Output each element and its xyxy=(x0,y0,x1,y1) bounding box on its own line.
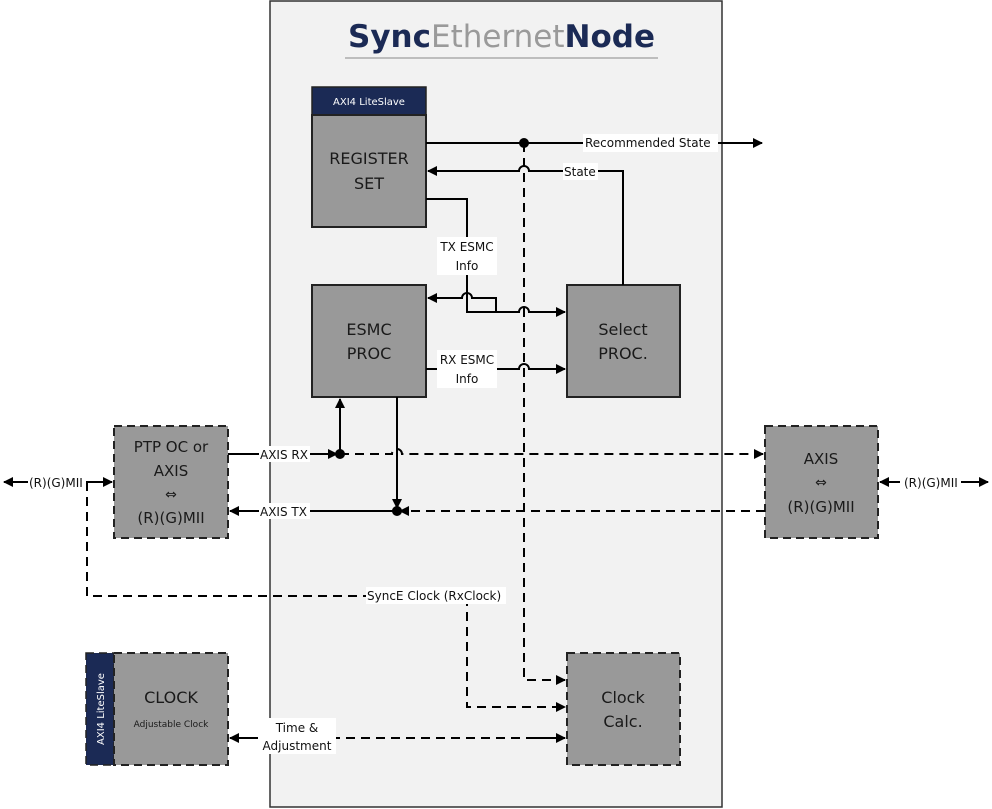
signal-labels: Recommended State State TX ESMC Info RX … xyxy=(28,134,961,754)
axis-tx-label: AXIS TX xyxy=(260,505,307,519)
page-title: SyncEthernetNode xyxy=(345,19,658,59)
ptp-oc-label-4: (R)(G)MII xyxy=(137,509,204,527)
axis-right-label-3: (R)(G)MII xyxy=(787,498,854,516)
tx-esmc-label-1: TX ESMC xyxy=(439,240,493,254)
title-node: Node xyxy=(565,19,655,55)
esmc-proc-label-2: PROC xyxy=(347,344,392,363)
ptp-oc-label-2: AXIS xyxy=(154,462,188,480)
time-adjustment-label-1: Time & xyxy=(275,721,319,735)
register-set-label-2: SET xyxy=(354,174,384,193)
title-sync: Sync xyxy=(348,19,431,55)
axis-rx-dashed-line xyxy=(340,448,764,459)
clock-calc-block[interactable]: Clock Calc. xyxy=(566,652,681,766)
state-label: State xyxy=(564,165,596,179)
synce-clock-label: SyncE Clock (RxClock) xyxy=(367,589,501,603)
select-proc-label-2: PROC. xyxy=(598,344,648,363)
time-adjustment-label-2: Adjustment xyxy=(263,739,332,753)
rgmii-left-label: (R)(G)MII xyxy=(29,476,83,490)
bidirectional-arrow-icon: ⇔ xyxy=(815,475,827,491)
register-set-block[interactable]: AXI4 LiteSlave REGISTER SET xyxy=(311,86,427,228)
tx-esmc-feedback-line xyxy=(427,292,497,312)
clock-side-header-label: AXI4 LiteSlave xyxy=(96,673,107,745)
ptp-oc-label-1: PTP OC or xyxy=(134,438,209,456)
rx-esmc-line xyxy=(426,363,566,374)
register-set-header-label: AXI4 LiteSlave xyxy=(333,97,405,108)
rx-esmc-label-1: RX ESMC xyxy=(440,353,494,367)
clock-block[interactable]: AXI4 LiteSlave CLOCK Adjustable Clock xyxy=(85,652,229,766)
title-ethernet: Ethernet xyxy=(431,19,565,55)
clock-sublabel: Adjustable Clock xyxy=(134,720,209,730)
rgmii-right-label: (R)(G)MII xyxy=(904,476,958,490)
svg-text:SyncEthernetNode: SyncEthernetNode xyxy=(348,19,655,55)
recommended-state-label: Recommended State xyxy=(585,136,711,150)
bidirectional-arrow-icon: ⇔ xyxy=(165,487,177,503)
esmc-proc-block[interactable]: ESMC PROC xyxy=(311,284,427,398)
clock-calc-label-2: Calc. xyxy=(603,712,642,731)
axis-rgmii-block[interactable]: AXIS ⇔ (R)(G)MII xyxy=(764,425,879,539)
register-set-header xyxy=(311,86,427,116)
esmc-proc-label-1: ESMC xyxy=(346,320,391,339)
tx-esmc-label-2: Info xyxy=(456,259,479,273)
select-proc-block[interactable]: Select PROC. xyxy=(566,284,681,398)
clock-label: CLOCK xyxy=(144,688,198,707)
ptp-oc-axis-block[interactable]: PTP OC or AXIS ⇔ (R)(G)MII xyxy=(113,425,229,539)
rx-esmc-label-2: Info xyxy=(456,372,479,386)
axis-right-label-1: AXIS xyxy=(804,450,838,468)
register-set-label-1: REGISTER xyxy=(329,149,409,168)
tx-esmc-line xyxy=(426,198,566,317)
select-proc-label-1: Select xyxy=(598,320,647,339)
synce-clock-line xyxy=(86,482,566,712)
axis-rx-label: AXIS RX xyxy=(260,448,308,462)
clock-calc-label-1: Clock xyxy=(601,688,645,707)
